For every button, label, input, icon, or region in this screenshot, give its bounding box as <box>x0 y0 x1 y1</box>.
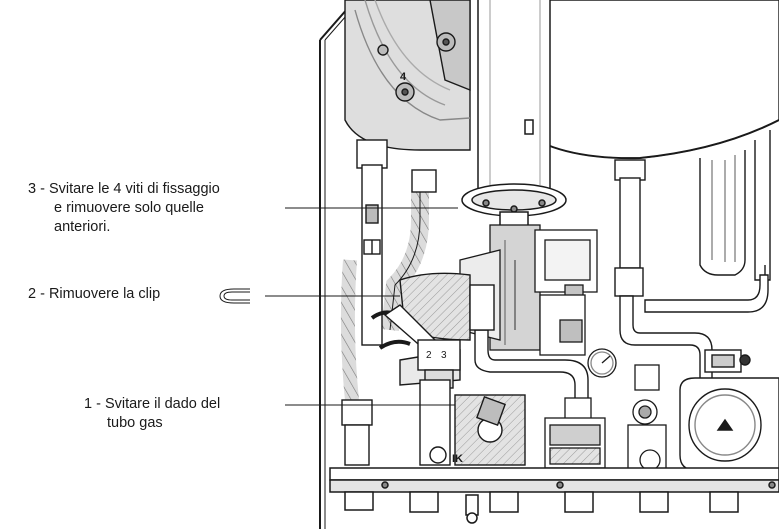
bottom-chassis <box>329 467 779 524</box>
cabinet-wall <box>319 0 361 529</box>
step1-label-line2: tubo gas <box>107 415 163 431</box>
clip-ring-lower <box>378 339 411 350</box>
screw-mark-4: 4 <box>400 71 407 83</box>
step3-label-line3: anteriori. <box>54 219 111 235</box>
gas-valve <box>383 304 526 466</box>
valve-mark-3: 3 <box>441 350 447 361</box>
middle-pipe <box>469 284 589 401</box>
gas-mark: IK <box>452 453 463 465</box>
side-valve <box>627 364 667 471</box>
clip-icon <box>219 288 250 304</box>
left-pipe <box>340 139 388 466</box>
central-valve <box>544 397 606 469</box>
combustion-chamber <box>344 0 471 151</box>
step3-label-line2: e rimuovere solo quelle <box>54 200 204 216</box>
pressure-gauge <box>587 348 617 378</box>
flue-pipe <box>461 0 567 229</box>
step1-label-line1: 1 - Svitare il dado del <box>84 396 221 412</box>
valve-mark-2: 2 <box>426 350 432 361</box>
step2-label-line1: 2 - Rimuovere la clip <box>28 286 161 302</box>
step3-label-line1: 3 - Svitare le 4 viti di fissaggio <box>28 181 220 197</box>
pump <box>679 349 779 471</box>
